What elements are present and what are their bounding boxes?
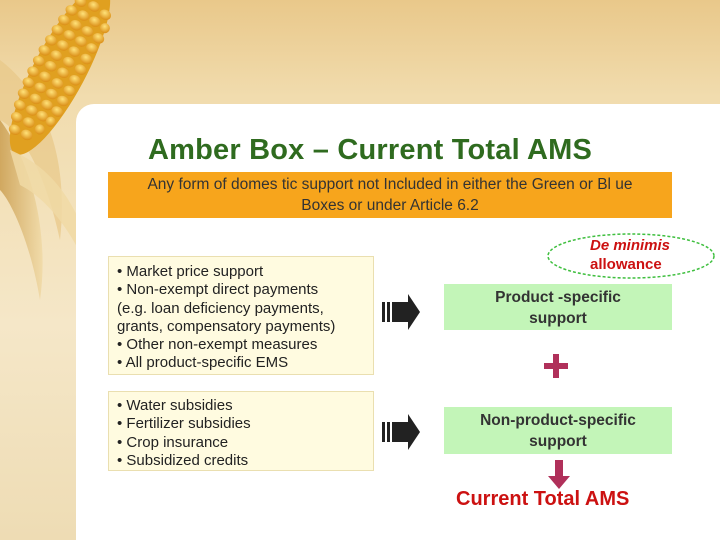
slide-title: Amber Box – Current Total AMS <box>148 134 593 166</box>
definition-line-2: Boxes or under Article 6.2 <box>301 197 479 214</box>
list-item: • All product-specific EMS <box>117 354 289 372</box>
non-product-specific-line-2: support <box>529 433 587 450</box>
list-item: • Subsidized credits <box>117 451 249 469</box>
de-minimis-label: De minimis allowance <box>590 236 670 274</box>
list-item: • Water subsidies <box>117 397 233 414</box>
non-product-specific-line-1: Non-product-specific <box>480 412 636 429</box>
down-arrow-icon <box>548 460 570 489</box>
de-minimis-line-1: De minimis <box>590 237 671 254</box>
list-item: • Other non-exempt measures <box>117 336 318 354</box>
result-label: Current Total AMS <box>456 488 630 510</box>
right-arrow-icon <box>382 294 420 330</box>
definition-line-1: Any form of domes tic support not Includ… <box>147 176 633 193</box>
list-item: (e.g. loan deficiency payments, <box>117 299 324 317</box>
list-item: • Market price support <box>117 263 264 280</box>
list-item: • Crop insurance <box>117 433 229 451</box>
de-minimis-oval <box>547 233 715 279</box>
list-item: • Non-exempt direct payments <box>117 281 319 299</box>
list-item: • Fertilizer subsidies <box>117 415 251 433</box>
list-item: grants, compensatory payments) <box>117 317 336 335</box>
right-arrow-icon <box>382 414 420 450</box>
non-product-specific-measures-list: • Water subsidies • Fertilizer subsidies… <box>108 391 374 471</box>
definition-box: Any form of domes tic support not Includ… <box>108 172 672 218</box>
product-specific-measures-list: • Market price support • Non-exempt dire… <box>108 256 374 375</box>
corn-cob-image <box>0 0 112 300</box>
plus-icon <box>544 354 568 378</box>
product-specific-line-2: support <box>529 310 587 327</box>
de-minimis-line-2: allowance <box>590 256 662 273</box>
product-specific-support-box: Product -specific support <box>444 284 672 330</box>
non-product-specific-support-box: Non-product-specific support <box>444 407 672 454</box>
product-specific-line-1: Product -specific <box>495 289 621 306</box>
